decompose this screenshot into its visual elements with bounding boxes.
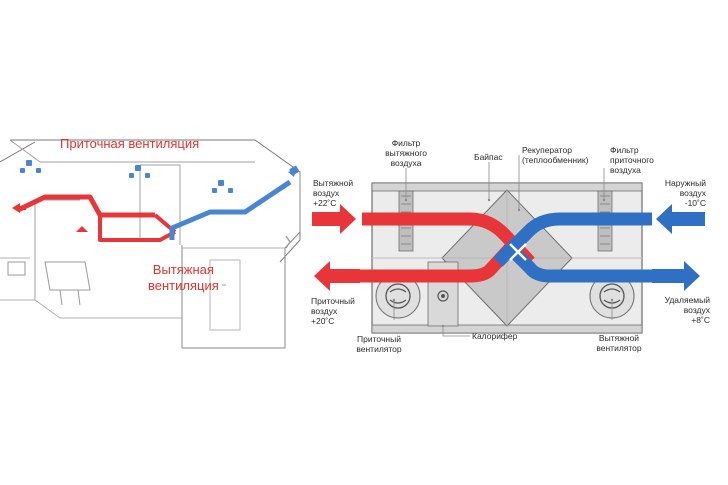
supply-out-arrow <box>314 261 360 291</box>
exchange-cross <box>509 243 527 261</box>
leader-lines <box>392 155 614 337</box>
exhaust-duct <box>169 179 292 240</box>
exhaust-ventilation-title: Вытяжная вентиляция <box>148 262 219 293</box>
exhaust-in-arrow <box>312 204 356 234</box>
duct-arrows <box>12 203 88 232</box>
supply-duct <box>16 194 177 242</box>
outlet-arrows <box>288 165 300 177</box>
supply-filter-label: Фильтр приточного воздуха <box>610 145 654 175</box>
supply-ventilation-title: Приточная вентиляция <box>60 136 200 151</box>
removed-air-label: Удаляемый воздух +8˚С <box>664 295 710 325</box>
nav-chevron-icon <box>285 235 291 249</box>
cold-airflow <box>493 212 652 283</box>
heater-label: Калорифер <box>472 331 518 341</box>
diffusers <box>20 160 233 193</box>
building-cutaway <box>0 139 301 349</box>
supply-air-out-label: Приточный воздух +20˚С <box>311 296 355 326</box>
warm-airflow <box>360 212 535 283</box>
recuperator-label: Рекуператор (теплообменник) <box>522 145 589 165</box>
supply-fan-label: Приточный вентилятор <box>356 334 402 354</box>
exhaust-filter-label: Фильтр вытяжного воздуха <box>385 138 427 168</box>
exhaust-fan-label: Вытяжной вентилятор <box>596 333 642 353</box>
removed-out-arrow <box>652 261 700 291</box>
bypass-label: Байпас <box>474 152 503 162</box>
outdoor-air-label: Наружный воздух -10˚С <box>664 178 706 208</box>
exhaust-air-in-label: Вытяжной воздух +22˚С <box>313 178 354 208</box>
outdoor-in-arrow <box>656 204 705 234</box>
